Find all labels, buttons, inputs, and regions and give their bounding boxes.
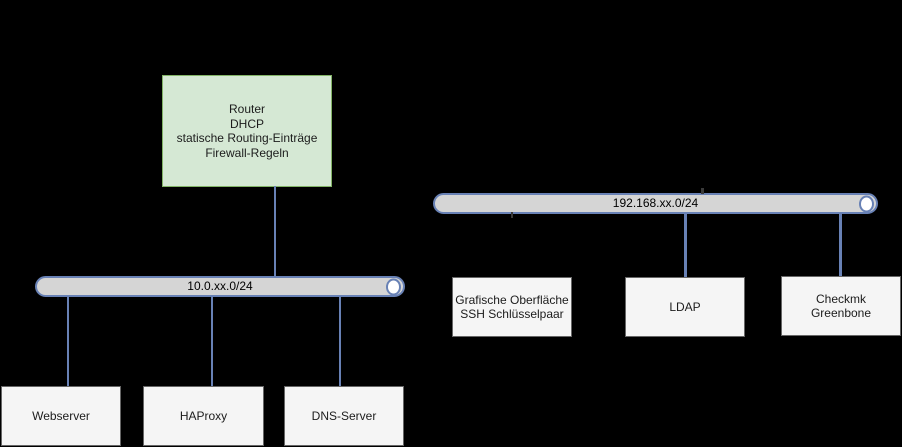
haproxy-label: HAProxy (179, 408, 228, 423)
node-ldap: LDAP (625, 277, 745, 337)
connector-lan192-ldap (684, 213, 687, 277)
lan192-label: 192.168.xx.0/24 (612, 196, 699, 210)
bus-end-cap-icon (859, 195, 874, 212)
connector-router-lan10 (274, 186, 276, 277)
dns-server-label: DNS-Server (311, 408, 377, 423)
lan10-label: 10.0.xx.0/24 (187, 279, 253, 293)
network-bus-lan10: 10.0.xx.0/24 (35, 276, 405, 297)
connector-lan10-haproxy (211, 296, 213, 386)
node-gui-ssh: Grafische Oberfläche SSH Schlüsselpaar (452, 277, 572, 337)
webserver-label: Webserver (32, 408, 90, 423)
node-webserver: Webserver (1, 386, 121, 446)
router-node: Router DHCP statische Routing-Einträge F… (162, 75, 332, 187)
router-label: Router DHCP statische Routing-Einträge F… (176, 102, 318, 160)
node-haproxy: HAProxy (143, 386, 264, 446)
connector-lan192-checkmk (839, 213, 842, 277)
node-dns-server: DNS-Server (284, 386, 404, 446)
connector-stub-lan192-top (701, 188, 704, 194)
connector-stub-lan192-gui (511, 212, 513, 218)
checkmk-greenbone-label: Checkmk Greenbone (810, 291, 872, 321)
ldap-label: LDAP (669, 299, 701, 314)
network-bus-lan192: 192.168.xx.0/24 (433, 193, 878, 214)
bus-end-cap-icon (386, 278, 401, 295)
connector-lan10-webserver (67, 296, 69, 386)
gui-ssh-label: Grafische Oberfläche SSH Schlüsselpaar (455, 292, 569, 322)
connector-lan10-dns-server (339, 296, 341, 386)
node-checkmk-greenbone: Checkmk Greenbone (781, 276, 901, 336)
